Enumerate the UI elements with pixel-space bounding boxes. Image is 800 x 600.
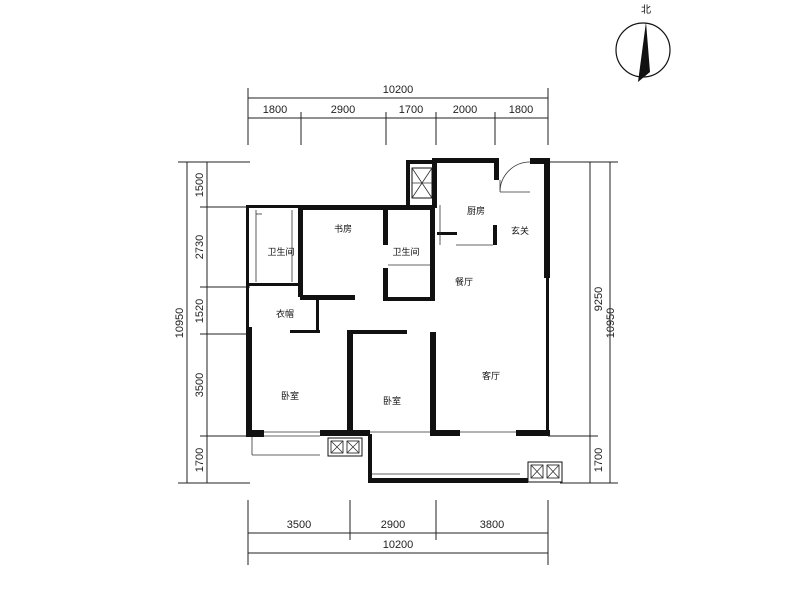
ac-box-bottom-left xyxy=(327,437,363,457)
right-total-dimension: 10950 xyxy=(605,308,617,339)
ac-shaft-box-top xyxy=(411,167,433,199)
top-dimension-1: 1800 xyxy=(263,104,287,116)
bottom-total-dimension: 10200 xyxy=(383,539,414,551)
left-dimensions: 1500 2730 1520 3500 1700 10950 xyxy=(174,161,250,484)
room-label-bedroom-mid: 卧室 xyxy=(383,395,401,407)
top-dimension-3: 1700 xyxy=(399,104,423,116)
entrance-door xyxy=(499,161,531,193)
left-dimension-3: 1520 xyxy=(194,299,206,323)
top-total-dimension: 10200 xyxy=(383,84,414,96)
left-dimension-1: 1500 xyxy=(194,173,206,197)
north-label: 北 xyxy=(641,4,651,16)
north-compass: 北 xyxy=(615,4,671,82)
right-dimensions: 9250 1700 10950 xyxy=(548,161,618,484)
bottom-dimension-2: 2900 xyxy=(381,519,405,531)
left-dimension-2: 2730 xyxy=(194,235,206,259)
room-label-bath-left: 卫生间 xyxy=(267,246,294,258)
left-dimension-5: 1700 xyxy=(194,448,206,472)
walls xyxy=(246,158,550,483)
room-label-living: 客厅 xyxy=(482,370,500,382)
right-dimension-bottom: 1700 xyxy=(593,448,605,472)
room-label-cloakroom: 衣帽 xyxy=(276,308,294,320)
top-dimensions: 10200 1800 2900 1700 2000 1800 xyxy=(247,84,549,145)
room-label-study: 书房 xyxy=(334,223,352,235)
top-dimension-4: 2000 xyxy=(453,104,477,116)
room-label-entrance: 玄关 xyxy=(511,225,529,237)
top-dimension-2: 2900 xyxy=(331,104,355,116)
window-lines xyxy=(251,205,520,475)
right-dimension-mid: 9250 xyxy=(593,287,605,311)
left-total-dimension: 10950 xyxy=(174,308,186,339)
bottom-dimension-1: 3500 xyxy=(287,519,311,531)
room-label-bedroom-left: 卧室 xyxy=(281,390,299,402)
top-dimension-5: 1800 xyxy=(509,104,533,116)
room-label-dining: 餐厅 xyxy=(455,276,473,288)
room-labels: 卫生间 书房 卫生间 厨房 玄关 餐厅 衣帽 客厅 卧室 卧室 xyxy=(267,205,529,407)
left-dimension-4: 3500 xyxy=(194,373,206,397)
room-label-kitchen: 厨房 xyxy=(467,205,485,217)
bottom-dimensions: 3500 2900 3800 10200 xyxy=(247,500,549,565)
room-label-bath-right: 卫生间 xyxy=(392,246,419,258)
ac-box-bottom-right xyxy=(527,461,563,483)
bottom-dimension-3: 3800 xyxy=(480,519,504,531)
